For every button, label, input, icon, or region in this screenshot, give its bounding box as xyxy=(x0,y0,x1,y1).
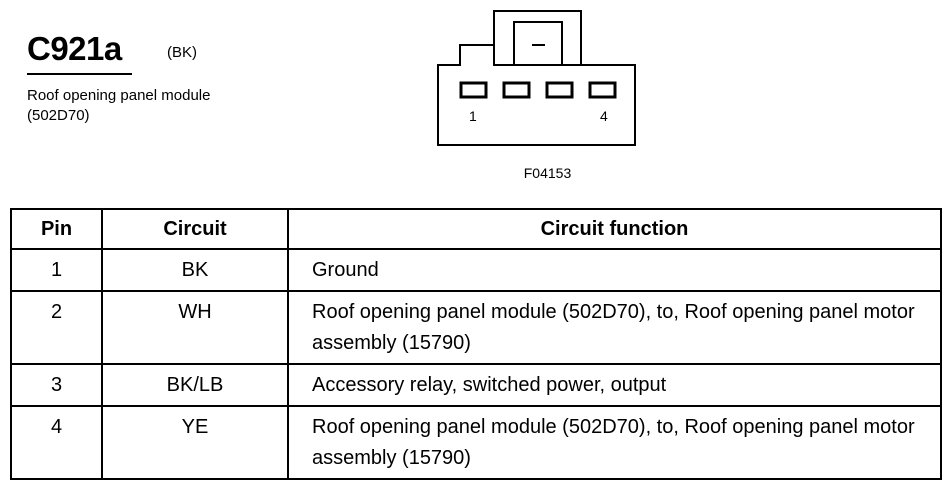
header-pin: Pin xyxy=(10,208,103,250)
cell-circuit: WH xyxy=(101,290,289,365)
table-row: 1 BK Ground xyxy=(10,248,942,292)
cell-circuit: BK/LB xyxy=(101,363,289,407)
pin-cavity-3 xyxy=(545,81,574,99)
connector-lock-tab-inner xyxy=(513,21,563,66)
pin-cavity-2 xyxy=(502,81,531,99)
header-circuit: Circuit xyxy=(101,208,289,250)
cell-function: Accessory relay, switched power, output xyxy=(287,363,942,407)
table-row: 3 BK/LB Accessory relay, switched power,… xyxy=(10,363,942,407)
connector-lock-tab xyxy=(493,10,582,65)
cell-pin: 4 xyxy=(10,405,103,480)
cell-function: Roof opening panel module (502D70), to, … xyxy=(287,290,942,365)
cell-circuit: YE xyxy=(101,405,289,480)
pin-number-last: 4 xyxy=(600,108,608,124)
pin-cavity-1 xyxy=(459,81,488,99)
connector-description: Roof opening panel module (502D70) xyxy=(27,87,211,124)
cell-pin: 1 xyxy=(10,248,103,292)
header-circuit-function: Circuit function xyxy=(287,208,942,250)
cell-function: Roof opening panel module (502D70), to, … xyxy=(287,405,942,480)
pin-number-first: 1 xyxy=(469,108,477,124)
cell-pin: 2 xyxy=(10,290,103,365)
connector-id: C921a xyxy=(27,30,122,67)
connector-face-diagram xyxy=(437,10,636,146)
connector-body-outline xyxy=(437,44,636,146)
table-row: 4 YE Roof opening panel module (502D70),… xyxy=(10,405,942,480)
cell-circuit: BK xyxy=(101,248,289,292)
figure-id: F04153 xyxy=(523,165,572,181)
cell-function: Ground xyxy=(287,248,942,292)
pinout-table: Pin Circuit Circuit function 1 BK Ground… xyxy=(10,208,942,480)
cell-pin: 3 xyxy=(10,363,103,407)
table-header-row: Pin Circuit Circuit function xyxy=(10,208,942,250)
table-row: 2 WH Roof opening panel module (502D70),… xyxy=(10,290,942,365)
pin-cavity-4 xyxy=(588,81,617,99)
connector-id-underline xyxy=(27,73,132,75)
connector-color: (BK) xyxy=(167,44,197,61)
